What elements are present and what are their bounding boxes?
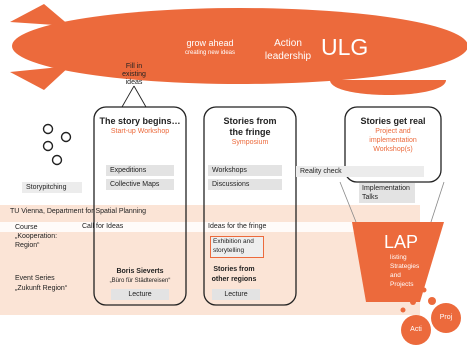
lap-line-3: and xyxy=(390,272,401,279)
col3-title: Stories get real xyxy=(360,116,426,126)
col1-lower-2: „Büro für Städtereisen“ xyxy=(109,278,171,284)
lap-title: LAP xyxy=(384,232,419,252)
col3-sub-3: Workshop(s) xyxy=(373,146,413,153)
blimp-body xyxy=(12,8,467,84)
col1-subtitle: Start-up Workshop xyxy=(110,128,170,135)
lap-line-left xyxy=(339,181,357,223)
proj-circle xyxy=(431,303,461,333)
impl-line-1: Implementation xyxy=(362,185,410,192)
impl-line-2: Talks xyxy=(362,194,378,201)
fill-in-label-2: existing xyxy=(122,71,146,78)
course-line-1: Course xyxy=(15,224,38,231)
lap-line-4: Projects xyxy=(390,281,414,288)
bubble xyxy=(51,154,63,166)
project-dot xyxy=(421,287,427,293)
col2-item-discussions: Discussions xyxy=(208,179,282,190)
blimp-fin-bottom xyxy=(10,66,70,90)
event-line-1: Event Series xyxy=(15,275,55,282)
col1-lower-1: Boris Sieverts xyxy=(116,268,164,275)
tu-vienna-label: TU Vienna, Department for Spatial Planni… xyxy=(10,208,147,215)
col2-item-workshops: Workshops xyxy=(208,165,282,176)
col2-lower-1: Stories from xyxy=(213,266,255,273)
lap-line-right xyxy=(429,181,445,226)
blimp-action-2: leadership xyxy=(264,51,312,62)
col3-sub-1: Project and xyxy=(375,128,411,135)
project-dot xyxy=(410,299,416,305)
fill-in-label-3: ideas xyxy=(125,79,143,86)
impl-tag: Implementation Talks xyxy=(359,183,415,203)
lap-line-2: Strategies xyxy=(390,263,420,270)
col1-lower-3: Lecture xyxy=(111,289,169,300)
fill-in-arrow-right xyxy=(133,85,147,108)
blimp-fin-top xyxy=(10,4,70,26)
col1-item-collective-maps: Collective Maps xyxy=(106,179,174,190)
blimp-gondola xyxy=(330,80,446,95)
reality-check: Reality check xyxy=(296,166,424,177)
bubble xyxy=(60,131,72,143)
course-line-3: Region“ xyxy=(15,242,40,249)
proj-label: Proj xyxy=(439,314,453,321)
acti-circle xyxy=(401,315,431,345)
blimp-action-1: Action xyxy=(274,38,302,49)
col1-title: The story begins… xyxy=(99,116,181,126)
call-band xyxy=(0,222,420,232)
blimp-title: ULG xyxy=(321,34,369,60)
project-dot xyxy=(397,288,403,294)
col2-subtitle: Symposium xyxy=(231,139,269,146)
blimp-tagline-2: creating new ideas xyxy=(184,50,236,56)
col1-item-expeditions: Expeditions xyxy=(106,165,174,176)
acti-label: Acti xyxy=(410,326,422,333)
blimp-tagline-1: grow ahead xyxy=(186,38,234,48)
call-for-ideas: Call for Ideas xyxy=(82,223,124,230)
col2-lower-3: Lecture xyxy=(212,289,260,300)
project-dot xyxy=(400,307,406,313)
course-line-2: „Kooperation: xyxy=(15,233,58,240)
lap-funnel xyxy=(352,222,444,302)
col1-box xyxy=(93,106,187,306)
col2-exhibit-box: Exhibition and storytelling xyxy=(210,236,264,258)
col2-title-2: the fringe xyxy=(229,127,271,137)
col2-title-1: Stories from xyxy=(223,116,277,126)
col3-box xyxy=(344,106,442,183)
col3-sub-2: implementation xyxy=(369,137,417,144)
col2-lower-2: other regions xyxy=(211,276,257,283)
fill-in-arrow-left xyxy=(121,85,135,108)
bubble xyxy=(42,123,54,135)
event-line-2: „Zukunft Region“ xyxy=(15,285,68,292)
bubble xyxy=(42,140,54,152)
fill-in-label-1: Fill in xyxy=(125,63,143,70)
project-dot xyxy=(428,297,436,305)
storypitching: Storypitching xyxy=(22,182,82,193)
peach-band xyxy=(0,205,420,315)
lap-line-1: listing xyxy=(390,254,407,261)
col2-mid-label: Ideas for the fringe xyxy=(208,223,267,230)
col2-exhibit-line-2: storytelling xyxy=(213,247,245,254)
col2-exhibit-line-1: Exhibition and xyxy=(213,238,254,245)
col2-box xyxy=(203,106,297,306)
